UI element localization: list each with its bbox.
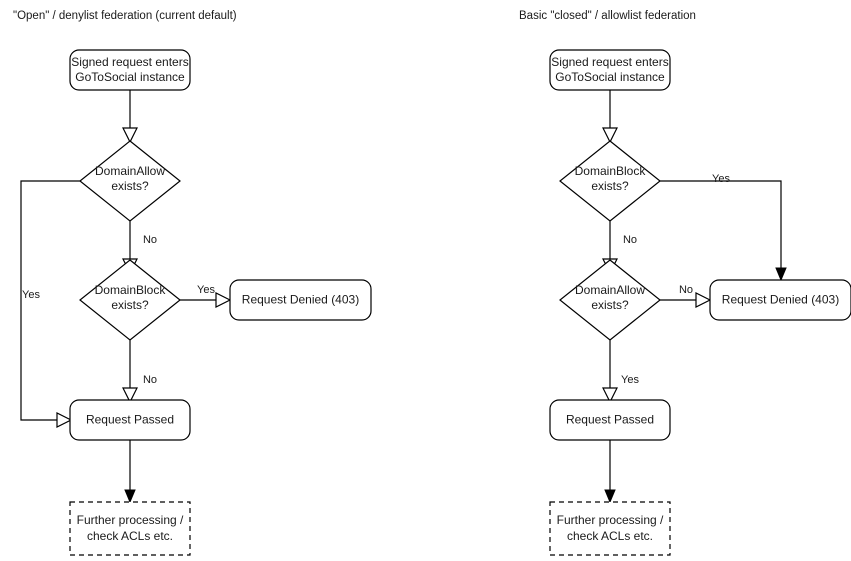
node-further-processing-left-label-line1: Further processing /: [77, 513, 184, 527]
node-further-processing-right-label-line2: check ACLs etc.: [567, 529, 653, 543]
arrowhead-right-passed-to-further: [604, 489, 616, 504]
edge-label-right-allow-yes: Yes: [621, 374, 639, 386]
node-request-denied-left-shape[interactable]: [229, 279, 372, 321]
edge-label-left-block-yes: Yes: [197, 284, 215, 296]
node-decision-domainblock-right-label-line2: exists?: [591, 179, 629, 193]
node-entry-right-label-line2: GoToSocial instance: [555, 70, 665, 84]
node-further-processing-right[interactable]: Further processing / check ACLs etc.: [549, 501, 671, 556]
node-further-processing-left[interactable]: Further processing / check ACLs etc.: [69, 501, 191, 556]
node-decision-domainallow-left[interactable]: DomainAllow exists?: [79, 140, 181, 222]
node-request-denied-right-label: Request Denied (403): [722, 293, 839, 307]
node-request-passed-left-label: Request Passed: [86, 413, 174, 427]
arrowhead-left-block-no: [122, 387, 138, 404]
panel-open-federation: "Open" / denylist federation (current de…: [13, 10, 372, 556]
node-decision-domainblock-left-label-line1: DomainBlock: [95, 283, 167, 297]
edge-label-left-block-no: No: [143, 374, 157, 386]
node-entry-left-label-line2: GoToSocial instance: [75, 70, 185, 84]
arrowhead-left-allow-yes: [56, 412, 73, 428]
node-further-processing-right-shape[interactable]: [549, 501, 671, 556]
edge-label-left-allow-no: No: [143, 234, 157, 246]
edge-label-right-block-no: No: [623, 234, 637, 246]
node-entry-right[interactable]: Signed request enters GoToSocial instanc…: [549, 49, 671, 91]
panel-closed-federation: Basic "closed" / allowlist federation Si…: [519, 10, 851, 556]
node-decision-domainallow-right-label-line2: exists?: [591, 298, 629, 312]
edge-right-block-yes: [660, 180, 782, 272]
node-decision-domainblock-right-label-line1: DomainBlock: [575, 164, 647, 178]
panel-title-closed-federation: Basic "closed" / allowlist federation: [519, 10, 696, 22]
arrowhead-left-entry-to-allow: [122, 127, 138, 144]
edge-label-left-allow-yes: Yes: [22, 289, 40, 301]
node-entry-left-label-line1: Signed request enters: [71, 55, 188, 69]
node-decision-domainblock-left-label-line2: exists?: [111, 298, 149, 312]
panel-title-open-federation: "Open" / denylist federation (current de…: [13, 10, 237, 22]
arrowhead-right-entry-to-block: [602, 127, 618, 144]
arrowhead-right-allow-no: [695, 292, 712, 308]
node-request-passed-right[interactable]: Request Passed: [549, 399, 671, 441]
node-further-processing-left-shape[interactable]: [69, 501, 191, 556]
node-decision-domainblock-left[interactable]: DomainBlock exists?: [79, 259, 181, 341]
arrowhead-left-passed-to-further: [124, 489, 136, 504]
node-request-passed-right-label: Request Passed: [566, 413, 654, 427]
node-further-processing-left-label-line2: check ACLs etc.: [87, 529, 173, 543]
node-decision-domainallow-right[interactable]: DomainAllow exists?: [559, 259, 661, 341]
arrowhead-right-block-yes: [775, 267, 787, 282]
edge-label-right-allow-no: No: [679, 284, 693, 296]
node-decision-domainblock-right[interactable]: DomainBlock exists?: [559, 140, 661, 222]
node-decision-domainallow-left-label-line1: DomainAllow: [95, 164, 165, 178]
node-request-denied-left-label: Request Denied (403): [242, 293, 359, 307]
node-request-denied-right-shape[interactable]: [709, 279, 851, 321]
node-request-denied-right[interactable]: Request Denied (403): [709, 279, 851, 321]
node-further-processing-right-label-line1: Further processing /: [557, 513, 664, 527]
node-entry-left[interactable]: Signed request enters GoToSocial instanc…: [69, 49, 191, 91]
edge-left-allow-yes: [20, 180, 80, 421]
node-request-passed-left[interactable]: Request Passed: [69, 399, 191, 441]
edge-label-right-block-yes: Yes: [712, 173, 730, 185]
arrowhead-right-allow-yes: [602, 387, 618, 404]
arrowhead-left-block-yes: [215, 292, 232, 308]
node-entry-right-label-line1: Signed request enters: [551, 55, 668, 69]
node-decision-domainallow-left-label-line2: exists?: [111, 179, 149, 193]
node-decision-domainallow-right-label-line1: DomainAllow: [575, 283, 645, 297]
node-request-denied-left[interactable]: Request Denied (403): [229, 279, 372, 321]
